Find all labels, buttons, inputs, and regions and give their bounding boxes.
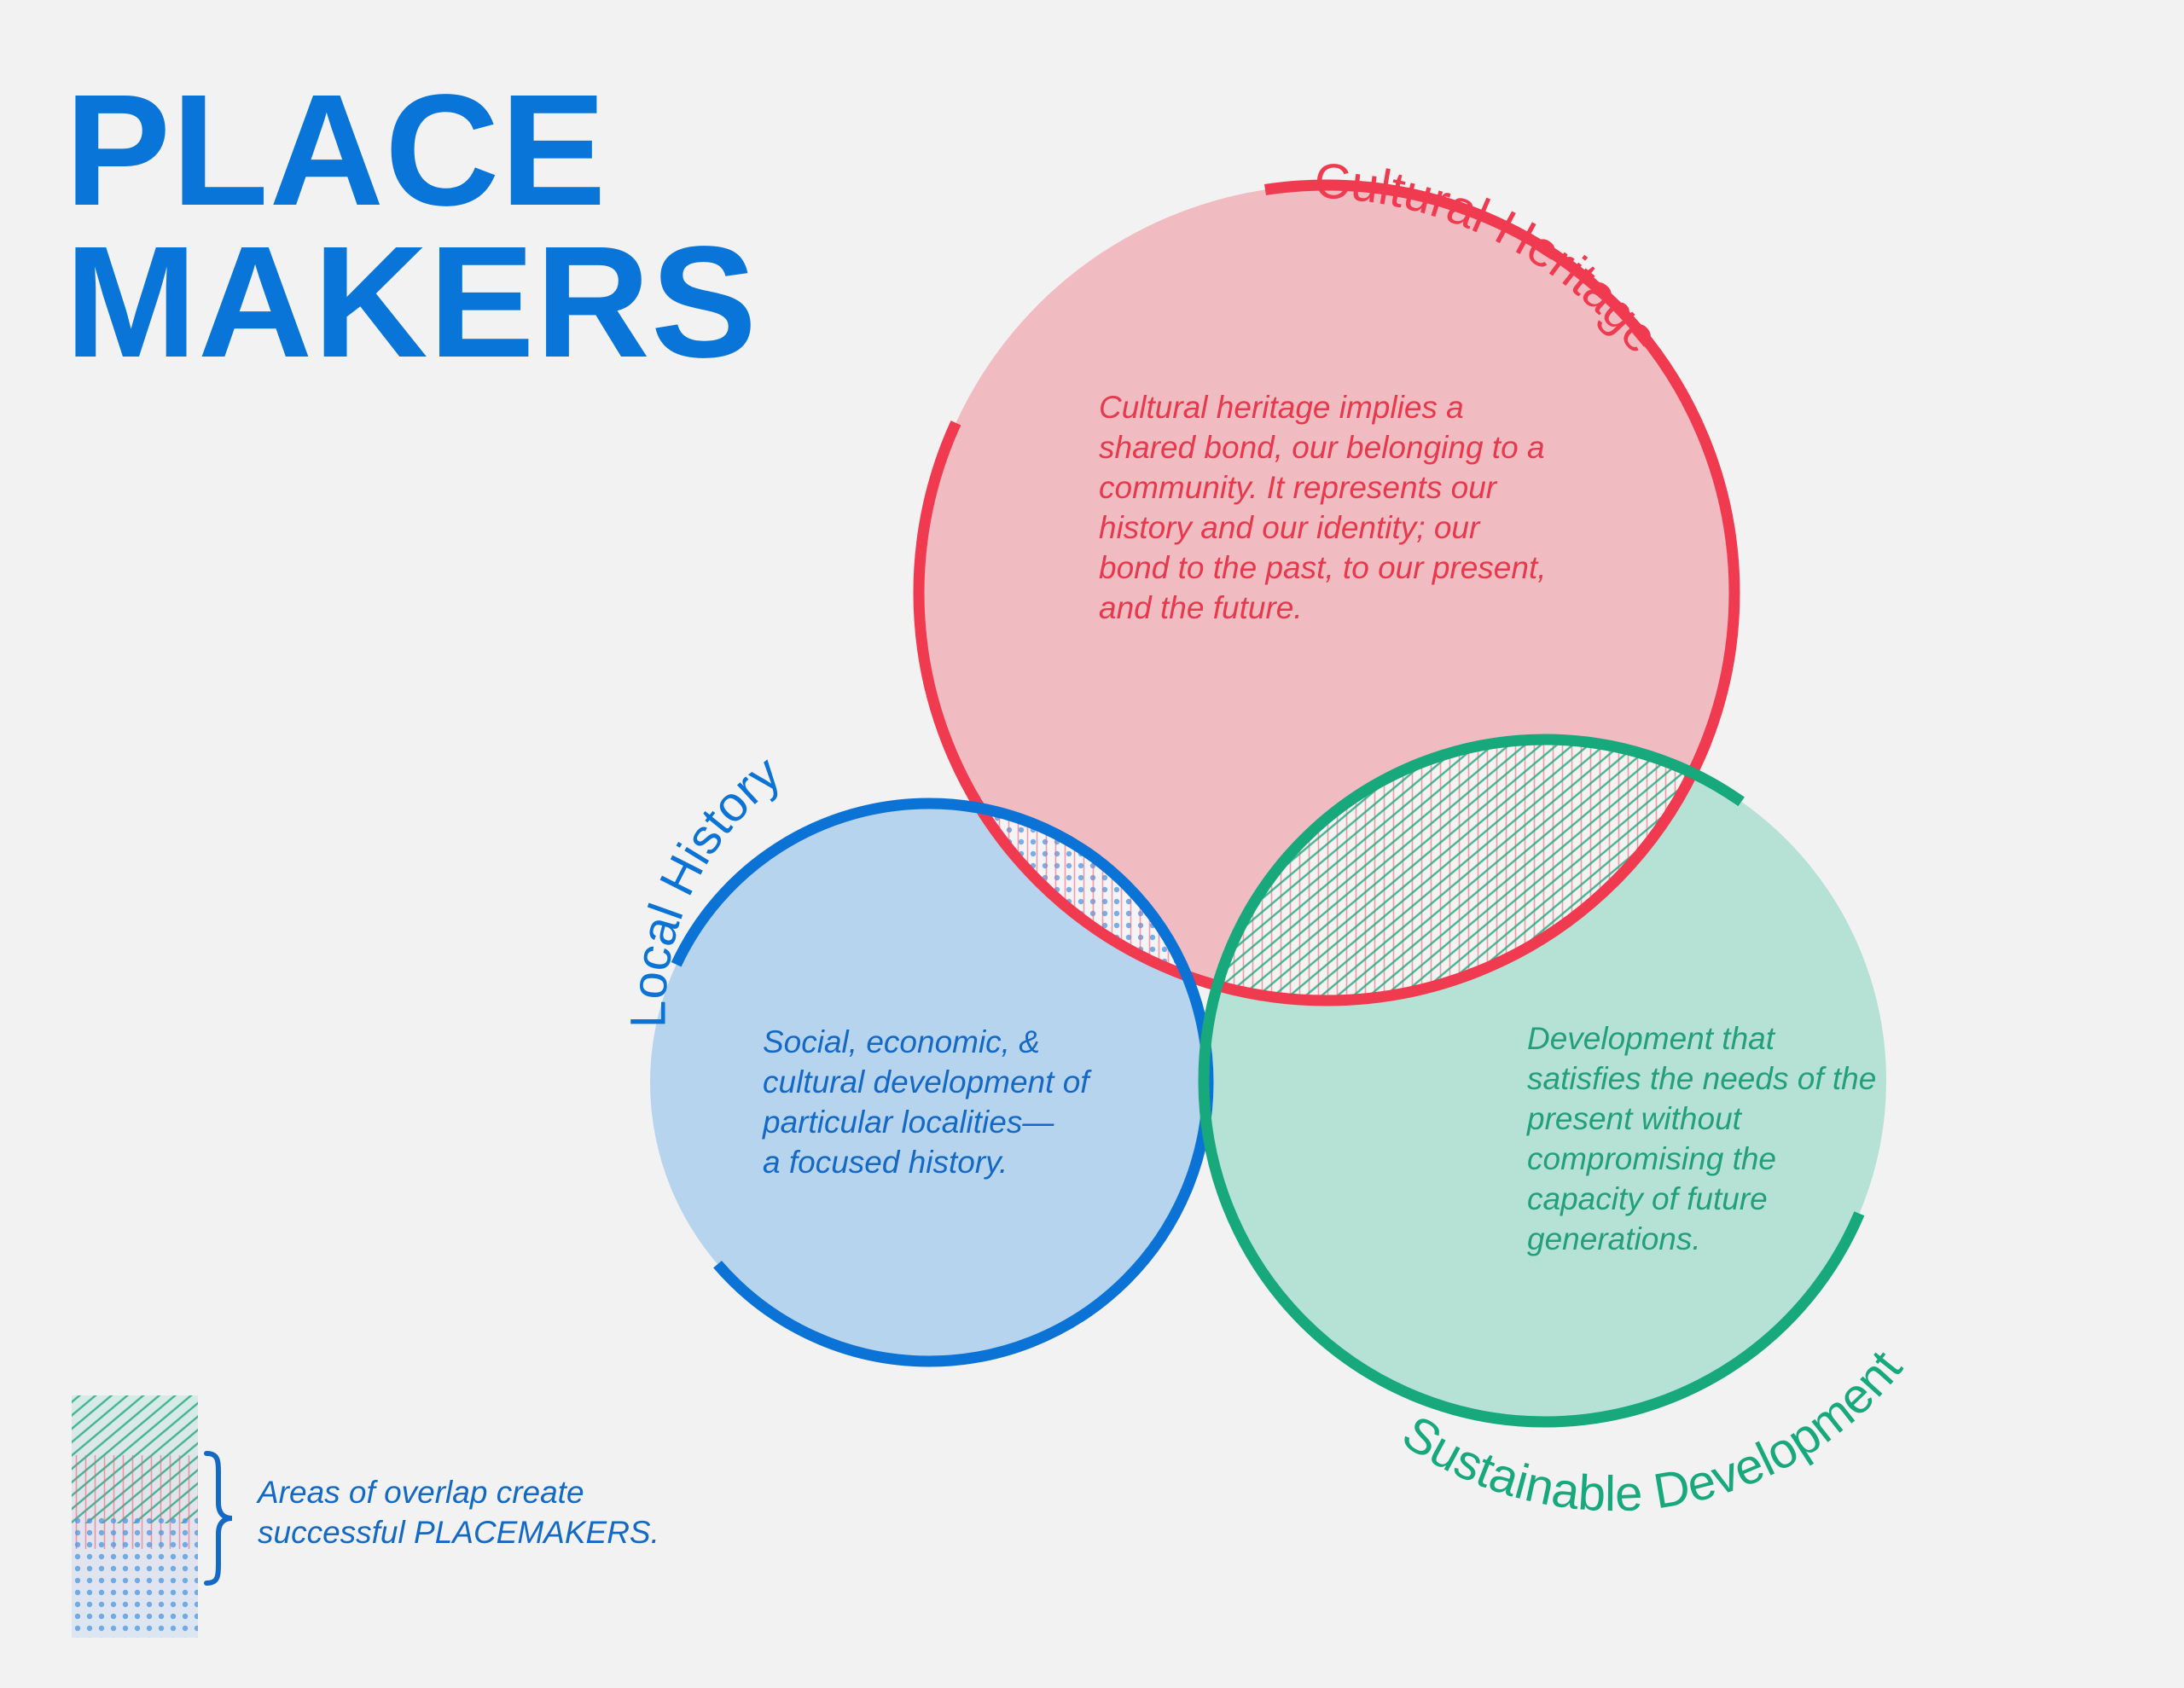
- sustainable-development-description: Development that satisfies the needs of …: [1527, 1021, 1877, 1256]
- cultural-heritage-circle-outline: [913, 179, 1740, 1006]
- page-title: PLACE MAKERS: [65, 62, 758, 391]
- legend-brace-icon: [204, 1451, 233, 1586]
- legend-caption: Areas of overlap create successful PLACE…: [258, 1475, 659, 1550]
- local-history-description: Social, economic, & cultural development…: [763, 1024, 1089, 1180]
- sustainable-development-circle-outline: [1198, 734, 1892, 1428]
- title-line-1: PLACE: [65, 62, 607, 239]
- cultural-heritage-description: Cultural heritage implies a shared bond,…: [1099, 390, 1547, 625]
- title-line-2: MAKERS: [65, 214, 758, 391]
- legend-pattern-swatch: [72, 1395, 198, 1638]
- local-history-circle-fill: [650, 803, 1208, 1361]
